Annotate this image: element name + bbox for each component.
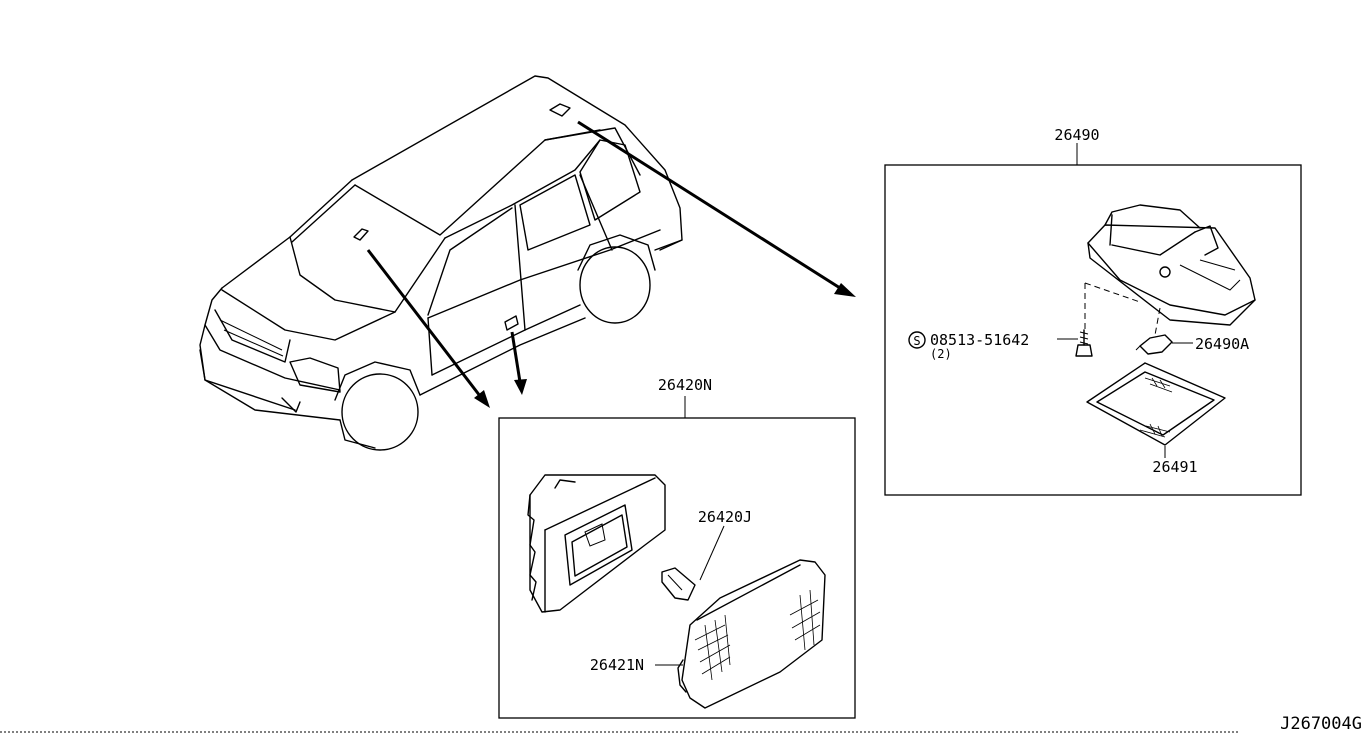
diagram-code: J267004G: [1280, 714, 1362, 734]
room-lamp-detail: 26490 S 08513-51642 (2): [884, 126, 1302, 496]
screw-symbol: S: [913, 334, 920, 348]
room-lamp-callout: 26490: [1054, 126, 1099, 144]
callout-arrows: [366, 120, 856, 408]
step-lamp-detail: 26420N 26420J 2: [498, 376, 856, 719]
vehicle-illustration: [199, 75, 683, 451]
step-lamp-bulb-icon: [661, 567, 696, 601]
screw-icon: [1075, 329, 1093, 357]
step-lamp-lens-callout: 26421N: [590, 656, 644, 674]
step-lamp-housing: [527, 474, 666, 613]
room-lamp-lens: [1086, 362, 1226, 446]
step-lamp-callout: 26420N: [658, 376, 712, 394]
step-lamp-lens: [677, 559, 826, 709]
step-lamp-bulb-callout: 26420J: [698, 508, 752, 526]
room-lamp-bulb-callout: 26490A: [1195, 335, 1249, 353]
room-lamp-lens-callout: 26491: [1152, 458, 1197, 476]
screw-callout: 08513-51642: [930, 331, 1029, 349]
screw-quantity: (2): [930, 347, 952, 361]
wedge-bulb-icon: [1135, 334, 1173, 355]
room-lamp-housing: [1087, 204, 1256, 326]
